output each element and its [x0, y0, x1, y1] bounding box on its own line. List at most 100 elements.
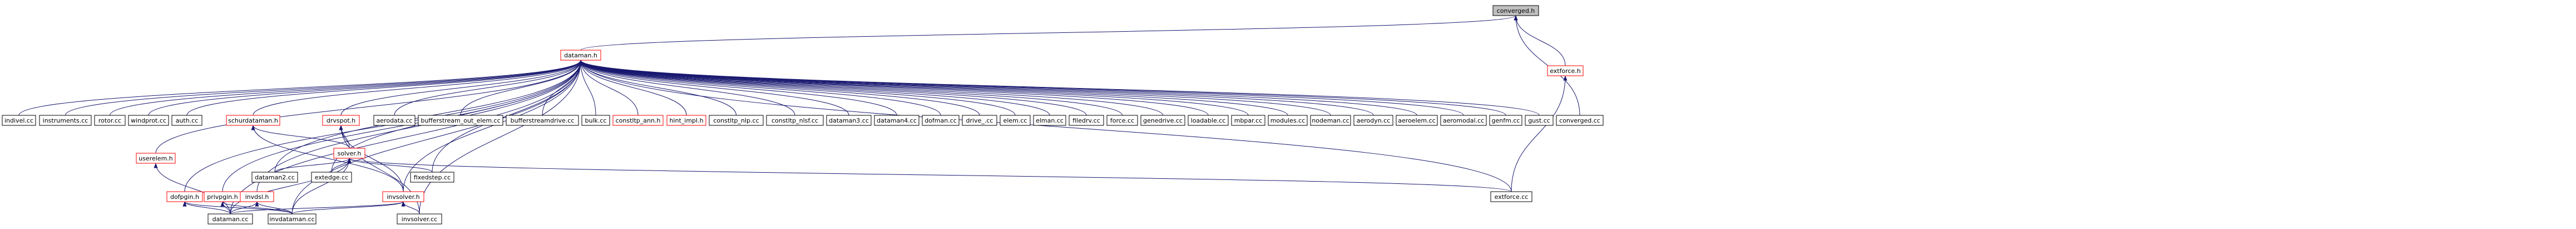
node-box — [1188, 115, 1229, 126]
edge-genfm_cc-to-dataman_h — [579, 60, 1506, 116]
node-hint-impl-h[interactable]: hint_impl.h — [666, 115, 706, 126]
edge-aerodata_cc-to-dataman_h — [394, 60, 583, 116]
edge-invsolver_h-to-drvspot_h — [339, 125, 404, 192]
node-label: aeroelem.cc — [1398, 117, 1435, 124]
node-gust-cc[interactable]: gust.cc — [1525, 115, 1554, 126]
node-dofman-cc[interactable]: dofman.cc — [922, 115, 960, 126]
node-indivel-cc[interactable]: indivel.cc — [2, 115, 36, 126]
node-box — [1268, 115, 1308, 126]
node-converged-h[interactable]: converged.h — [1492, 5, 1539, 16]
node-dofpgin-h[interactable]: dofpgin.h — [166, 191, 203, 202]
node-dataman3-cc[interactable]: dataman3.cc — [826, 115, 872, 126]
node-box — [506, 115, 579, 126]
node-rotor-cc[interactable]: rotor.cc — [94, 115, 126, 126]
edge-invdataman_cc-to-invdsl_h — [255, 201, 293, 215]
node-constltp-nlsf-cc[interactable]: constltp_nlsf.cc — [766, 115, 824, 126]
node-label: rotor.cc — [98, 117, 121, 124]
node-nodeman-cc[interactable]: nodeman.cc — [1310, 115, 1351, 126]
node-dataman2-cc[interactable]: dataman2.cc — [251, 172, 298, 183]
node-constltp-nlp-cc[interactable]: constltp_nlp.cc — [709, 115, 764, 126]
edge-auth_cc-to-dataman_h — [186, 60, 583, 116]
node-privpgin-h[interactable]: privpgin.h — [204, 191, 241, 202]
node-auth-cc[interactable]: auth.cc — [171, 115, 202, 126]
edge-mbpar_cc-to-dataman_h — [579, 60, 1249, 116]
node-label: loadable.cc — [1191, 117, 1226, 124]
node-aerodyn-cc[interactable]: aerodyn.cc — [1353, 115, 1393, 126]
node-box — [94, 115, 126, 126]
edge-elem_cc-to-dataman_h — [579, 60, 1016, 116]
node-extedge-cc[interactable]: extedge.cc — [311, 172, 352, 183]
node-box — [166, 191, 203, 202]
node-invsolver-cc[interactable]: invsolver.cc — [397, 213, 442, 225]
node-force-cc[interactable]: force.cc — [1106, 115, 1138, 126]
edge-dataman_h-to-converged_h — [580, 15, 1518, 51]
node-invdsl-h[interactable]: invdsl.h — [240, 191, 274, 202]
node-label: drive_.cc — [966, 117, 993, 124]
node-bulk-cc[interactable]: bulk.cc — [581, 115, 610, 126]
node-label: instruments.cc — [43, 117, 88, 124]
node-constltp-ann-h[interactable]: constltp_ann.h — [612, 115, 664, 126]
node-label: invdataman.cc — [269, 216, 314, 223]
edge-instruments_cc-to-dataman_h — [65, 60, 583, 116]
node-dataman4-cc[interactable]: dataman4.cc — [874, 115, 919, 126]
node-filedrv-cc[interactable]: filedrv.cc — [1069, 115, 1104, 126]
node-box — [581, 115, 610, 126]
edge-dataman_cc-to-invsolver_h — [230, 201, 406, 215]
node-loadable-cc[interactable]: loadable.cc — [1188, 115, 1229, 126]
node-converged-cc[interactable]: converged.cc — [1556, 115, 1604, 126]
node-invdataman-cc[interactable]: invdataman.cc — [268, 213, 317, 225]
node-aerodata-cc[interactable]: aerodata.cc — [373, 115, 416, 126]
node-elman-cc[interactable]: elman.cc — [1033, 115, 1066, 126]
node-label: drvspot.h — [327, 117, 355, 124]
node-bufferstream-out-elem-cc[interactable]: bufferstream_out_elem.cc — [418, 115, 503, 126]
edge-nodeman_cc-to-dataman_h — [579, 60, 1331, 116]
node-elem-cc[interactable]: elem.cc — [1000, 115, 1031, 126]
edge-extforce_cc-to-solver_h — [348, 158, 1512, 192]
edge-dofman_cc-to-dataman_h — [579, 60, 941, 116]
node-userelem-h[interactable]: userelem.h — [136, 153, 176, 164]
node-genfm-cc[interactable]: genfm.cc — [1489, 115, 1522, 126]
node-box — [251, 172, 298, 183]
node-modules-cc[interactable]: modules.cc — [1268, 115, 1308, 126]
graph-nodes: converged.h dataman.h extforce.h indivel.cc… — [2, 5, 1604, 225]
node-windprot-cc[interactable]: windprot.cc — [128, 115, 169, 126]
node-label: extedge.cc — [315, 174, 349, 181]
node-mbpar-cc[interactable]: mbpar.cc — [1231, 115, 1265, 126]
node-box — [171, 115, 202, 126]
node-box — [268, 213, 317, 225]
node-invsolver-h[interactable]: invsolver.h — [382, 191, 424, 202]
node-genedrive-cc[interactable]: genedrive.cc — [1140, 115, 1185, 126]
edge-bulk_cc-to-dataman_h — [579, 60, 596, 116]
edge-modules_cc-to-dataman_h — [579, 60, 1288, 116]
node-fixedstep-cc[interactable]: fixedstep.cc — [410, 172, 454, 183]
node-box — [1490, 191, 1532, 202]
node-box — [826, 115, 872, 126]
node-label: dataman.cc — [212, 216, 249, 223]
node-dataman-cc[interactable]: dataman.cc — [207, 213, 253, 225]
node-schurdataman-h[interactable]: schurdataman.h — [226, 115, 280, 126]
node-aeromodal-cc[interactable]: aeromodal.cc — [1440, 115, 1487, 126]
node-instruments-cc[interactable]: instruments.cc — [39, 115, 92, 126]
edge-extforce_h-to-converged_h — [1514, 15, 1566, 66]
node-dataman-h[interactable]: dataman.h — [560, 50, 601, 61]
node-extforce-cc[interactable]: extforce.cc — [1490, 191, 1532, 202]
edge-invdataman_cc-to-invsolver_h — [291, 201, 406, 215]
node-solver-h[interactable]: solver.h — [333, 148, 365, 159]
node-box — [560, 50, 601, 61]
node-box — [333, 148, 365, 159]
node-label: bufferstreamdrive.cc — [511, 117, 575, 124]
node-box — [1440, 115, 1487, 126]
node-box — [311, 172, 352, 183]
node-extforce-h[interactable]: extforce.h — [1547, 65, 1584, 76]
node-bufferstreamdrive-cc[interactable]: bufferstreamdrive.cc — [506, 115, 579, 126]
node-drive-cc[interactable]: drive_.cc — [962, 115, 997, 126]
edge-aeroelem_cc-to-dataman_h — [579, 60, 1417, 116]
edge-invsolver_cc-to-dataman_h — [419, 60, 583, 215]
edge-invsolver_h-to-dataman_h — [403, 60, 583, 192]
node-drvspot-h[interactable]: drvspot.h — [322, 115, 360, 126]
node-aeroelem-cc[interactable]: aeroelem.cc — [1396, 115, 1438, 126]
node-label: dataman2.cc — [255, 174, 295, 181]
node-label: modules.cc — [1270, 117, 1306, 124]
edge-invdataman_cc-to-dofpgin_h — [182, 201, 293, 215]
edge-force_cc-to-dataman_h — [579, 60, 1123, 116]
